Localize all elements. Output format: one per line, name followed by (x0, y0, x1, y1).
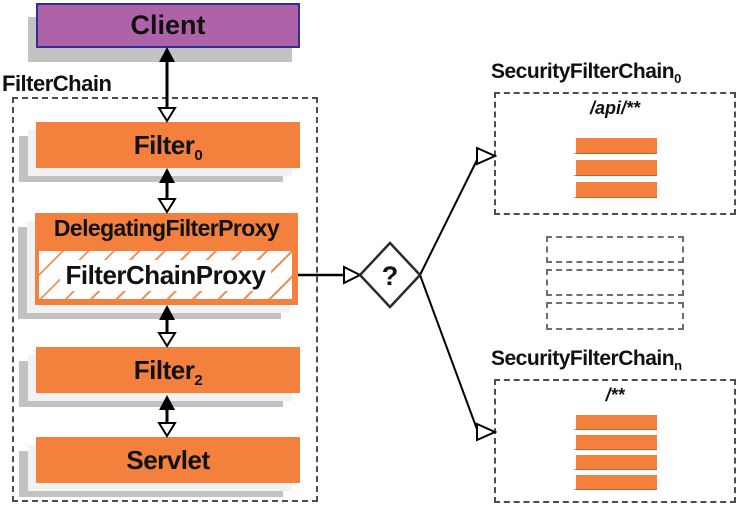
client-box: Client (28, 3, 300, 62)
filter0-face: Filter0 (36, 122, 300, 168)
arrowhead-up-icon (159, 305, 175, 320)
filter-bar (573, 455, 657, 470)
client-filter0-arrow (157, 47, 177, 123)
filter0-label: Filter0 (133, 129, 203, 164)
security-filter-chain-n-title: SecurityFilterChainn (491, 347, 682, 374)
more-chains-rect-1 (546, 236, 684, 263)
filter-bar (573, 475, 657, 490)
servlet-box: Servlet (19, 437, 300, 497)
security-filter-chain-0-filters (496, 138, 734, 204)
arrowhead-down-icon (157, 107, 177, 123)
arrowhead-down-icon (157, 198, 177, 214)
arrowhead-down-icon (157, 332, 177, 348)
arrowhead-up-icon (159, 47, 175, 62)
arrowhead-down-icon (157, 422, 177, 438)
filter-bar (573, 138, 657, 154)
dfp-decision-arrow (298, 265, 363, 285)
filter2-label: Filter2 (133, 354, 203, 389)
dfp-filter2-arrow (157, 305, 177, 348)
arrowhead-right-icon (476, 422, 498, 442)
more-chains-rect-2 (546, 269, 684, 296)
delegating-filter-proxy-label: DelegatingFilterProxy (53, 215, 280, 241)
security-filter-chain-0-title: SecurityFilterChain0 (491, 60, 681, 87)
security-filter-chain-n-pattern: /** (605, 385, 625, 405)
servlet-face: Servlet (36, 437, 300, 483)
filter-chain-proxy-box: FilterChainProxy (39, 251, 292, 299)
filter-bar (573, 160, 657, 176)
arrowhead-right-icon (343, 265, 363, 285)
decision-label: ? (382, 261, 399, 291)
arrowhead-right-icon (476, 146, 498, 166)
filter2-servlet-arrow (157, 395, 177, 438)
filter0-box: Filter0 (19, 122, 300, 182)
servlet-label: Servlet (126, 444, 210, 475)
filter2-box: Filter2 (19, 347, 300, 407)
decision-chainn-arrow (419, 274, 498, 442)
filterchain-title: FilterChain (2, 71, 112, 96)
decision-chain0-arrow (419, 146, 498, 276)
filter-chain-proxy-label: FilterChainProxy (60, 259, 271, 291)
decision-diamond: ? (358, 241, 422, 309)
security-filter-chain-0-pattern: /api/** (589, 98, 641, 118)
client-label: Client (130, 10, 206, 40)
dfp-face: DelegatingFilterProxy FilterChainProxy (35, 213, 298, 305)
security-filter-chain-n-filters (496, 415, 734, 495)
filterchain-container (12, 97, 318, 502)
security-filter-chain-n-box: /** (494, 379, 736, 503)
more-chains-rect-3 (546, 302, 684, 330)
filter-bar (573, 182, 657, 198)
filter2-face: Filter2 (36, 347, 300, 393)
filter-bar (573, 435, 657, 450)
client-box-face: Client (36, 3, 300, 48)
arrowhead-up-icon (159, 168, 175, 183)
security-filter-chain-0-box: /api/** (494, 92, 736, 215)
filter-bar (573, 415, 657, 430)
filter0-dfp-arrow (157, 168, 177, 214)
delegating-filter-proxy-box: DelegatingFilterProxy FilterChainProxy (18, 213, 298, 319)
arrowhead-up-icon (159, 395, 175, 410)
